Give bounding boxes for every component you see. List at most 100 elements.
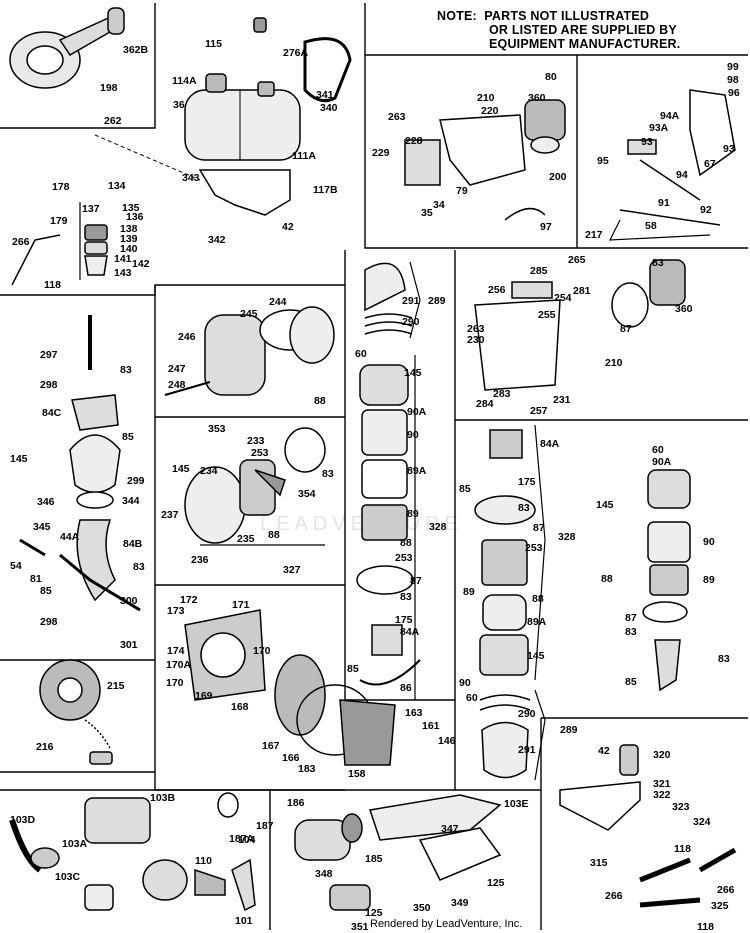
part-label: 118 [44, 279, 61, 291]
part-label: 322 [653, 789, 671, 801]
part-label: 103B [150, 792, 176, 804]
spring-pull-illustration [39, 659, 113, 765]
part-label: 187A [229, 833, 255, 845]
part-label: 170 [166, 677, 184, 689]
render-credit: Rendered by LeadVenture, Inc. [370, 918, 523, 930]
part-label: 88 [314, 395, 326, 407]
air-cleaner-illustration [164, 306, 335, 396]
part-label: 158 [348, 768, 366, 780]
air-intake-illustration [19, 315, 141, 612]
part-label: 141 [114, 253, 132, 265]
part-label: 217 [585, 229, 603, 241]
part-label: 89 [463, 586, 475, 598]
part-label: 246 [178, 331, 196, 343]
intake-block-illustration [474, 259, 686, 391]
part-label: 35 [421, 207, 433, 219]
part-label: 93 [641, 136, 653, 148]
part-label: 320 [653, 749, 671, 761]
filter-stack-illustration [356, 262, 421, 686]
part-label: 328 [558, 531, 576, 543]
part-label: 44A [60, 531, 80, 543]
part-label: 230 [467, 334, 485, 346]
part-label: 301 [120, 639, 138, 651]
part-label: 349 [451, 897, 469, 909]
part-label: 285 [530, 265, 548, 277]
part-label: 87 [620, 323, 632, 335]
part-label: 253 [525, 542, 543, 554]
part-label: 283 [493, 388, 511, 400]
part-label: 88 [268, 529, 280, 541]
part-label: 90 [703, 536, 715, 548]
part-label: 145 [596, 499, 614, 511]
part-label: 236 [191, 554, 209, 566]
part-label: 324 [693, 816, 711, 828]
part-label: 257 [530, 405, 548, 417]
part-label: 237 [161, 509, 179, 521]
part-label: 58 [645, 220, 657, 232]
part-label: 186 [287, 797, 305, 809]
part-label: 145 [172, 463, 190, 475]
muffler-illustration [9, 792, 256, 912]
part-label: 118 [674, 843, 691, 855]
part-label: 290 [402, 316, 420, 328]
filter-stack-3-illustration [642, 469, 691, 692]
part-label: 142 [132, 258, 150, 270]
part-label: 42 [598, 745, 610, 757]
part-label: 175 [518, 476, 536, 488]
part-label: 315 [590, 857, 608, 869]
mounting-bracket-illustration [559, 744, 737, 908]
part-label: 234 [200, 465, 218, 477]
part-label: 297 [40, 349, 58, 361]
part-label: 253 [395, 552, 413, 564]
fuel-tank-illustration [184, 17, 301, 216]
part-label: 266 [12, 236, 30, 248]
part-label: 345 [33, 521, 51, 533]
part-label: 93A [649, 122, 669, 134]
part-label: 323 [672, 801, 690, 813]
governor-linkage-illustration [619, 89, 736, 226]
leader-dashed [94, 134, 201, 181]
part-label: 169 [195, 690, 213, 702]
part-label: 83 [400, 591, 412, 603]
part-label: 360 [675, 303, 693, 315]
part-label: 103C [55, 871, 81, 883]
part-label: 95 [597, 155, 609, 167]
part-label: 85 [625, 676, 637, 688]
part-label: 87 [625, 612, 637, 624]
filter-stack-2-illustration [474, 429, 536, 779]
starter-housing-illustration [9, 7, 125, 89]
part-label: 139 [120, 233, 138, 245]
part-label: 298 [40, 379, 58, 391]
part-label: 347 [441, 823, 459, 835]
part-label: 343 [182, 172, 200, 184]
part-label: 145 [10, 453, 28, 465]
part-label: 94 [676, 169, 688, 181]
part-label: 200 [549, 171, 567, 183]
part-label: 353 [208, 423, 226, 435]
part-label: 210 [605, 357, 623, 369]
part-label: 344 [122, 495, 140, 507]
part-label: 253 [251, 447, 269, 459]
part-label: 263 [467, 323, 485, 335]
watermark-text: LEADVENTURE [260, 513, 463, 535]
part-label: 220 [481, 105, 499, 117]
part-label: 170A [166, 659, 192, 671]
part-label: 125 [487, 877, 505, 889]
part-label: 342 [208, 234, 226, 246]
part-label: 140 [120, 243, 138, 255]
part-label: 125 [365, 907, 383, 919]
part-label: 216 [36, 741, 54, 753]
part-label: 254 [554, 292, 572, 304]
part-label: 263 [388, 111, 406, 123]
part-label: 89A [527, 616, 547, 628]
part-label: 168 [231, 701, 249, 713]
part-labels: 362B 198 262 115 276A 114A 341 340 36 34… [10, 38, 740, 933]
part-label: 88 [400, 537, 412, 549]
part-label: 179 [50, 215, 68, 227]
part-label: 327 [283, 564, 301, 576]
part-label: 299 [127, 475, 145, 487]
part-label: 111A [292, 150, 316, 162]
part-label: 84A [540, 438, 560, 450]
part-label: 103A [62, 838, 88, 850]
part-label: 83 [322, 468, 334, 480]
